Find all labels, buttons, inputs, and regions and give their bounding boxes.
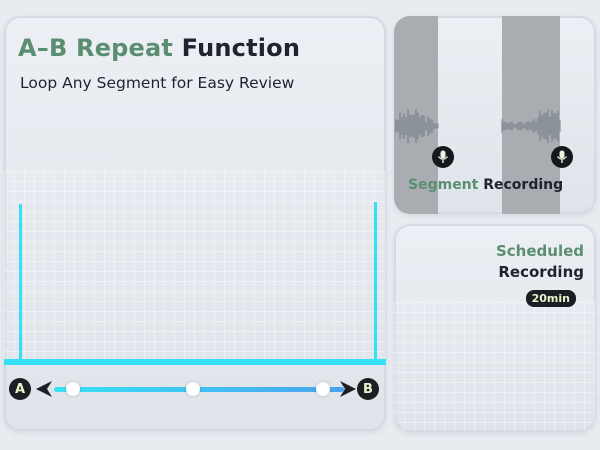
marker-a[interactable]: A — [9, 378, 31, 400]
scheduled-title-accent: Scheduled — [495, 242, 584, 260]
marker-b[interactable]: B — [357, 378, 379, 400]
loop-handle-middle[interactable] — [186, 382, 200, 396]
ab-repeat-panel: A–B Repeat Function Loop Any Segment for… — [4, 16, 386, 431]
duration-badge: 20min — [525, 290, 576, 307]
mic-icon[interactable] — [551, 146, 573, 168]
loop-handle-start[interactable] — [66, 382, 80, 396]
segment-label-accent: Segment — [408, 177, 479, 193]
main-waveform — [9, 202, 383, 359]
title-rest: Function — [181, 34, 301, 62]
segment-shade-2 — [502, 16, 560, 214]
segment-label: Segment Recording — [408, 177, 563, 193]
segment-waveform — [395, 99, 593, 153]
scheduled-title-rest: Recording — [498, 263, 584, 281]
scheduled-title: Scheduled Recording — [496, 241, 584, 283]
loop-handle-end[interactable] — [316, 382, 330, 396]
scheduled-waveform — [395, 300, 593, 352]
title-accent: A–B Repeat — [18, 34, 174, 62]
scheduled-recording-panel: Scheduled Recording 20min — [394, 224, 596, 432]
page-title: A–B Repeat Function — [18, 34, 300, 62]
segment-recording-panel: Segment Recording — [394, 16, 596, 214]
arrow-right-icon — [340, 381, 356, 397]
waveform-baseline — [4, 359, 386, 365]
mic-icon[interactable] — [432, 146, 454, 168]
segment-label-rest: Recording — [483, 177, 564, 193]
arrow-left-icon — [36, 381, 52, 397]
ab-loop-control: A B — [4, 376, 386, 406]
subtitle: Loop Any Segment for Easy Review — [20, 74, 295, 92]
